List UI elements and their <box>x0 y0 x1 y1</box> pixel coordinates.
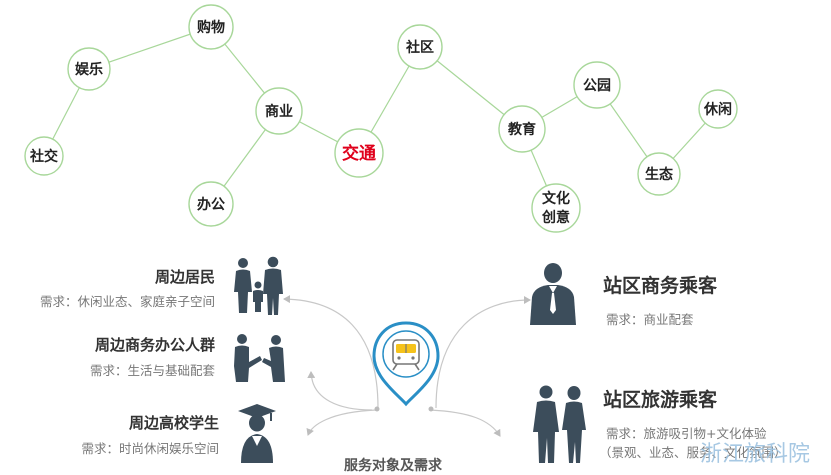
couple-icon <box>533 385 586 463</box>
group-title-office-workers: 周边商务办公人群 <box>94 336 215 354</box>
node-transport: 交通 <box>334 128 384 178</box>
node-entertainment: 娱乐 <box>67 47 111 91</box>
arrow-to-business <box>435 296 531 409</box>
group-need-residents: 需求：休闲业态、家庭亲子空间 <box>39 294 215 309</box>
node-label: 教育 <box>508 121 536 138</box>
node-social: 社交 <box>24 136 64 176</box>
node-label: 社交 <box>29 148 58 165</box>
train-location-pin-icon <box>372 321 440 407</box>
center-label: 服务对象及需求 <box>344 458 442 474</box>
group-title-residents: 周边居民 <box>154 268 215 286</box>
node-community: 社区 <box>397 24 443 70</box>
flow-arrows <box>283 295 531 437</box>
node-education: 教育 <box>498 105 546 153</box>
family-icon <box>234 256 283 315</box>
node-leisure: 休闲 <box>698 89 738 129</box>
node-label: 社区 <box>405 39 434 56</box>
arrow-to-students <box>306 409 377 436</box>
node-park: 公园 <box>573 61 621 109</box>
arrow-to-residents <box>283 295 379 409</box>
node-culture: 文化 创意 <box>531 183 581 233</box>
group-need-students: 需求：时尚休闲娱乐空间 <box>81 441 219 456</box>
group-need-tourist-passengers-line1: 需求：旅游吸引物+文化体验 <box>606 426 767 441</box>
node-label: 购物 <box>197 19 225 36</box>
node-ecology: 生态 <box>637 152 681 196</box>
node-label: 生态 <box>645 166 673 183</box>
node-office: 办公 <box>188 181 234 227</box>
arrow-to-tourists <box>429 409 501 437</box>
group-title-tourist-passengers: 站区旅游乘客 <box>603 389 718 411</box>
businessman-icon <box>530 263 576 325</box>
graduate-icon <box>238 404 276 463</box>
node-label: 文化 <box>542 190 570 207</box>
handshake-icon <box>234 334 285 382</box>
watermark: 浙江旅科院 <box>700 442 811 467</box>
node-label: 办公 <box>197 196 225 213</box>
node-label: 娱乐 <box>75 61 103 78</box>
network-edges <box>43 26 719 209</box>
group-title-students: 周边高校学生 <box>128 414 219 432</box>
node-commerce: 商业 <box>255 87 303 135</box>
group-need-tourist-passengers-line2: （景观、业态、服务、文化氛围） <box>599 445 787 460</box>
node-label: 商业 <box>265 103 293 120</box>
node-label-highlight: 交通 <box>342 143 376 164</box>
group-title-business-passengers: 站区商务乘客 <box>603 275 718 297</box>
node-shopping: 购物 <box>188 4 234 50</box>
node-label: 公园 <box>583 78 611 94</box>
group-need-office-workers: 需求：生活与基础配套 <box>89 363 215 378</box>
node-label: 创意 <box>541 209 570 226</box>
node-label: 休闲 <box>703 101 732 118</box>
arrow-to-office-workers <box>307 371 373 411</box>
group-need-business-passengers: 需求：商业配套 <box>606 312 694 327</box>
